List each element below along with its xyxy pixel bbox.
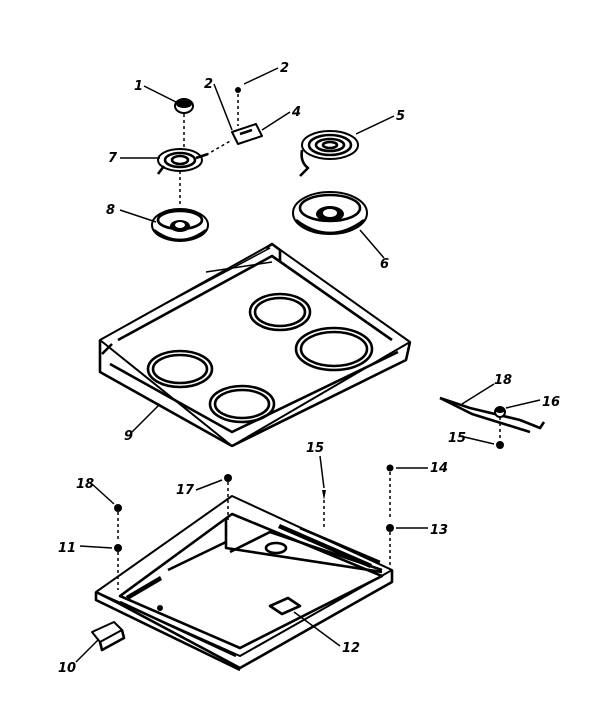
callout-10-bottom: 10 <box>58 661 76 676</box>
screw-14 <box>386 464 394 520</box>
callout-4: 4 <box>291 105 301 120</box>
callout-15-center: 15 <box>306 441 324 456</box>
callout-12: 12 <box>342 641 360 656</box>
screw-15-center <box>322 490 326 530</box>
callout-6: 6 <box>380 257 389 272</box>
screw-16-left <box>114 504 122 540</box>
small-drip-bowl-8 <box>151 208 209 242</box>
screw-10-top <box>224 474 232 520</box>
callout-11: 11 <box>58 541 76 556</box>
callout-17: 16 <box>542 395 560 410</box>
callout-8: 8 <box>106 203 115 218</box>
callout-2-left: 2 <box>204 77 213 92</box>
callout-9: 9 <box>124 429 133 444</box>
callout-7: 7 <box>108 151 118 166</box>
clip-11 <box>114 544 122 590</box>
callout-2-right: 2 <box>280 61 289 76</box>
callout-18: 18 <box>494 373 512 388</box>
clip-13 <box>386 524 394 566</box>
callout-14: 14 <box>430 461 448 476</box>
callout-16: 18 <box>76 477 94 492</box>
callout-15-right: 15 <box>448 431 466 446</box>
large-coil-element-5 <box>299 130 359 177</box>
leader-lines <box>75 67 541 663</box>
bracket-10-bottom <box>91 621 126 652</box>
callout-5: 5 <box>396 109 405 124</box>
callout-labels: 1 2 2 4 5 6 7 8 9 17 10 11 12 13 14 15 1… <box>58 61 560 676</box>
small-coil-element-7 <box>156 148 209 205</box>
knob-part-1 <box>174 98 194 150</box>
large-drip-bowl-6 <box>292 191 368 235</box>
callout-13: 13 <box>430 523 448 538</box>
callout-1: 1 <box>134 79 143 94</box>
cooktop-main-top-9 <box>98 242 412 448</box>
callout-10-top: 17 <box>176 483 195 498</box>
burner-box-bottom-pan <box>94 495 394 672</box>
terminal-block-4 <box>205 87 263 156</box>
hinge-rod-18 <box>439 396 546 449</box>
